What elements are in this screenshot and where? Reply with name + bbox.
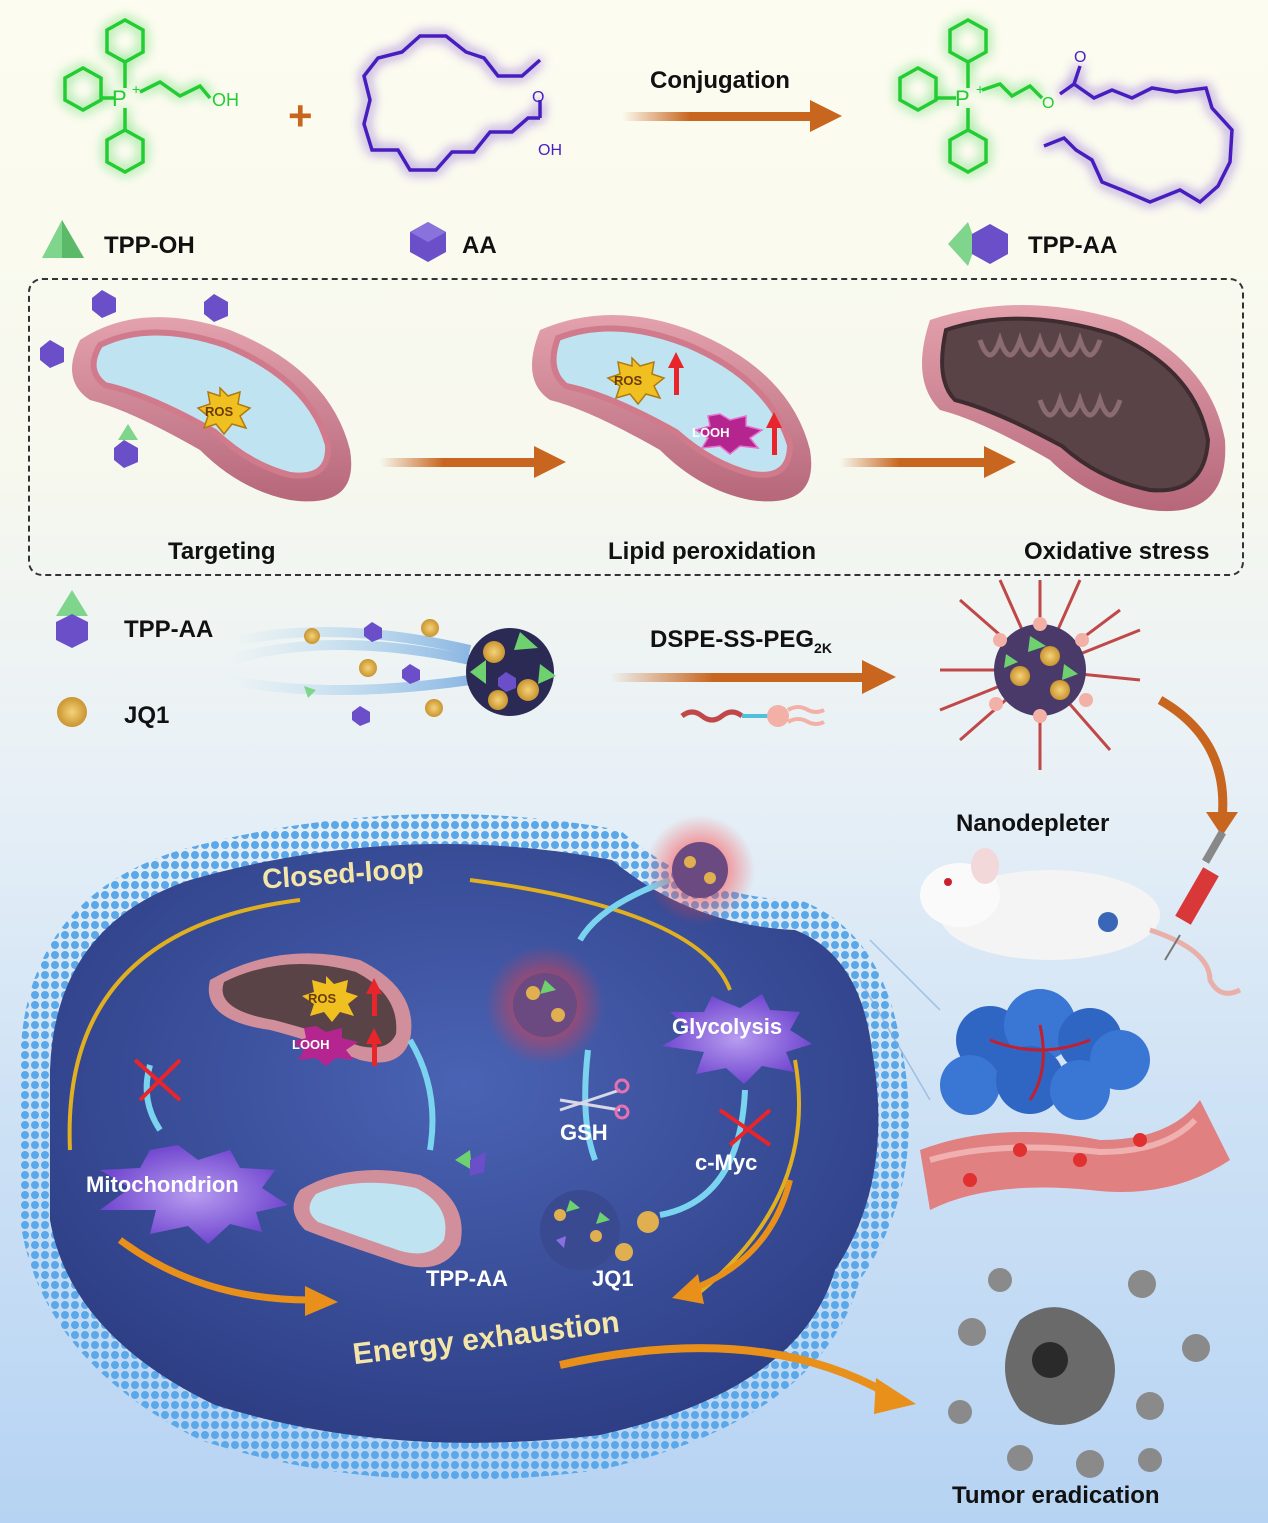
jq1-legend-icon (57, 697, 87, 727)
tpp-aa-hybrid-icon (948, 222, 1008, 266)
tpp-aa-ester-o: O (1042, 95, 1054, 112)
tpp-aa-carbonyl-o: O (1074, 49, 1086, 66)
nanodepleter-label: Nanodepleter (956, 810, 1110, 837)
ros-burst-icon-2 (606, 356, 666, 406)
energy-arrows (117, 1179, 916, 1414)
mitochondrion-burst (100, 1145, 288, 1244)
tumor-eradication-label: Tumor eradication (952, 1482, 1160, 1509)
aa-structure (362, 34, 542, 172)
jq1-cell-label: JQ1 (592, 1266, 634, 1291)
aa-carbonyl-o: O (532, 89, 544, 106)
peroxidation-to-stress-arrow (840, 446, 1016, 478)
dspe-label-main: DSPE-SS-PEG (650, 626, 815, 653)
plus-sign: + (288, 92, 313, 139)
increase-arrow-icons (668, 352, 782, 455)
zoom-lines (859, 939, 941, 1101)
synthesis-row: P + OH + O OH Conjugation P + O O (42, 17, 1234, 266)
flow-stream (228, 627, 472, 695)
cell-debris (948, 1268, 1210, 1478)
mitochondrion-damaged (922, 305, 1226, 512)
tpp-aa-legend-label: TPP-AA (1028, 232, 1118, 259)
looh-burst-cell-icon (292, 1026, 358, 1066)
curved-arrow-to-mouse (1157, 696, 1228, 821)
dspe-arrow (610, 660, 896, 694)
ros-cell-label: ROS (308, 991, 337, 1006)
drug-aggregate (466, 628, 556, 716)
released-drug-cluster (455, 1150, 659, 1270)
tpp-oh-structure (63, 17, 212, 175)
tpp-aa-cell-label: TPP-AA (426, 1266, 508, 1291)
damaged-mitochondrion-cell (208, 953, 412, 1063)
step-label-oxidative-stress: Oxidative stress (1024, 538, 1210, 565)
blood-vessel (920, 1100, 1230, 1210)
step-label-targeting: Targeting (168, 538, 276, 565)
gsh-label: GSH (560, 1120, 608, 1145)
healthy-mitochondrion-cell (293, 1170, 462, 1268)
syringe-icon (1164, 830, 1226, 961)
scissors-icon (559, 1078, 630, 1120)
dspe-label-sub: 2K (814, 639, 832, 656)
ros-label-2: ROS (614, 373, 643, 388)
nanodepleter-entering (645, 815, 755, 925)
tpp-oh-pyramid-icon (42, 220, 84, 258)
tpp-aa-legend-text: TPP-AA (124, 616, 214, 643)
mito-panel-graphics: ROS ROS LOOH (40, 290, 1226, 512)
looh-label-1: LOOH (692, 425, 730, 440)
tpp-aa-particles-1 (40, 290, 228, 468)
mito-panel-box (28, 278, 1244, 576)
inhibition-cross-icons (133, 1058, 772, 1147)
mitochondrion-label: Mitochondrion (86, 1172, 239, 1197)
looh-cell-label: LOOH (292, 1037, 330, 1052)
increase-arrows-cell (366, 978, 382, 1066)
assembly-row (56, 579, 1238, 836)
ros-burst-cell-icon (302, 976, 358, 1022)
tpp-aa-charge: + (976, 81, 984, 97)
dead-tumor-cell (1005, 1307, 1115, 1425)
tpp-p-atom: P (112, 86, 127, 111)
tpp-charge: + (132, 81, 140, 97)
c-myc-label: c-Myc (695, 1150, 758, 1175)
ros-burst-icon (196, 386, 252, 436)
ros-label-1: ROS (205, 404, 234, 419)
tpp-aa-p-atom: P (955, 86, 970, 111)
glycolysis-burst (662, 994, 812, 1084)
tpp-aa-legend-icon (56, 590, 88, 648)
looh-burst-icon (694, 413, 764, 455)
glycolysis-label: Glycolysis (672, 1014, 783, 1039)
conjugation-arrow (622, 100, 842, 132)
step-label-lipid-peroxidation: Lipid peroxidation (608, 538, 816, 565)
aa-legend-label: AA (462, 232, 497, 259)
mouse-illustration (920, 848, 1242, 996)
dspe-ss-peg-lipid-icon (680, 705, 825, 727)
tumor-tissue (940, 989, 1150, 1120)
curved-arrow-head (1206, 812, 1238, 836)
tpp-oh-legend-label: TPP-OH (104, 232, 195, 259)
nanodepleter-particle (939, 579, 1141, 770)
nanodepleter-in-cell (485, 945, 605, 1065)
aa-polyhedron-icon (410, 222, 446, 262)
tpp-aa-structure (898, 17, 1234, 205)
tpp-oh-group: OH (212, 90, 239, 110)
jq1-legend-text: JQ1 (124, 702, 170, 729)
dspe-ss-peg-label: DSPE-SS-PEG2K (650, 626, 832, 656)
free-particles (304, 619, 443, 726)
conjugation-label: Conjugation (650, 67, 790, 94)
targeting-to-peroxidation-arrow (380, 446, 566, 478)
aa-oh-group: OH (538, 142, 562, 159)
